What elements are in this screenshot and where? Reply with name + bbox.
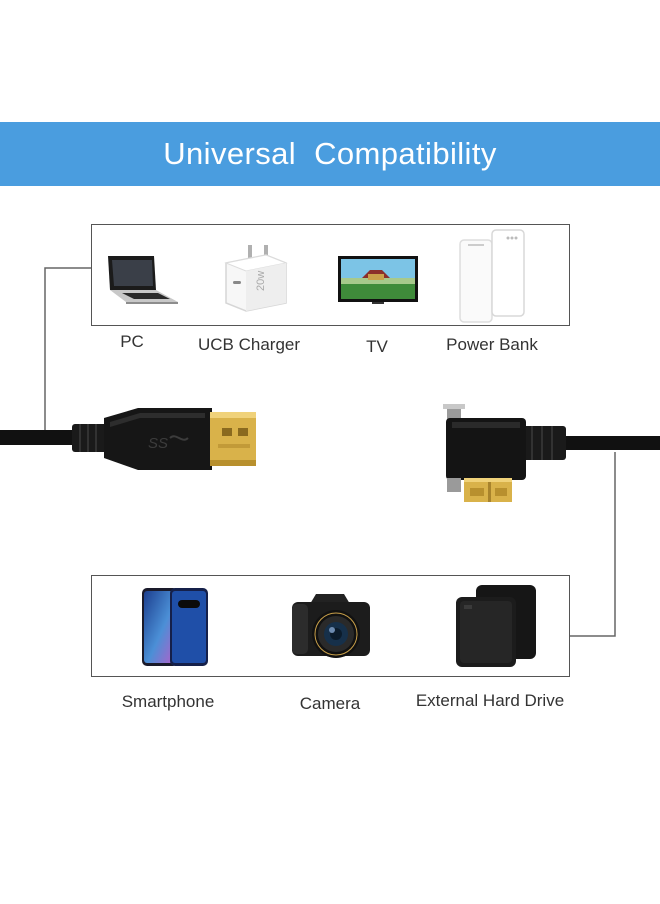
charger-marking: 20w [255,271,267,291]
left-cable [0,430,78,445]
top-panel-connector-line [44,267,91,433]
bottom-panel-connector-line [570,452,616,637]
usb-a-connector: SS [104,408,256,470]
device-label-hard-drive: External Hard Drive [415,691,565,710]
title-banner: Universal Compatibility [0,122,660,186]
device-label-smartphone: Smartphone [121,692,215,711]
tv-icon [338,256,418,304]
usb-a-strain-relief [72,424,108,452]
laptop-icon [108,256,178,304]
banner-title: Universal Compatibility [163,136,497,171]
charger-icon: 20w [224,245,288,312]
micro-b-connector [443,404,526,502]
power-bank-icon [459,229,525,323]
device-label-camera: Camera [299,694,361,713]
device-label-power-bank: Power Bank [446,335,538,354]
right-cable [560,436,660,450]
usb-logo: SS [148,435,168,452]
micro-b-strain-relief [522,426,566,460]
device-label-pc: PC [120,332,144,351]
hard-drive-icon [456,585,536,667]
camera-icon [292,594,370,658]
smartphone-icon [142,588,208,666]
device-label-tv: TV [366,337,388,356]
device-label-charger: UCB Charger [197,335,301,354]
